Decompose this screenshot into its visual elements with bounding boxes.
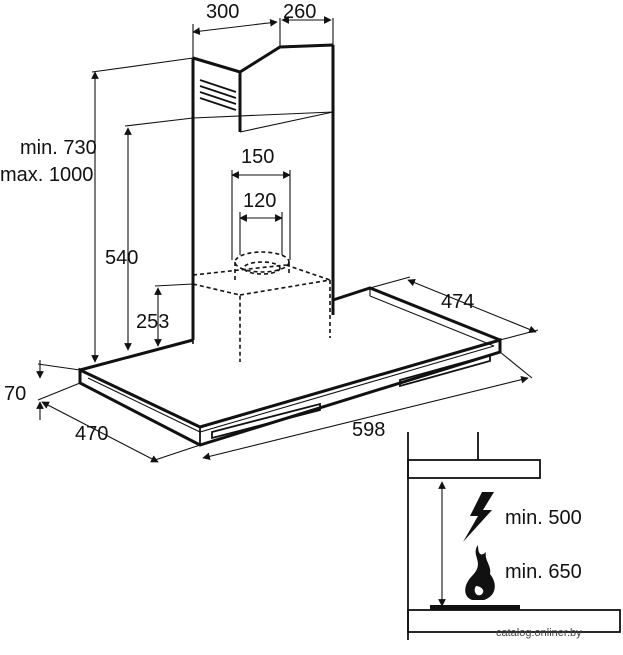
label-outlet-inner: 120 (243, 190, 276, 212)
flame-icon (465, 545, 495, 600)
dimension-lines (36, 16, 539, 463)
label-clearance-electric: min. 500 (505, 507, 582, 529)
watermark: catalog.onliner.by (496, 627, 582, 639)
label-chimney-height: 540 (105, 247, 138, 269)
clearance-inset: min. 500 min. 650 (407, 432, 621, 640)
lightning-bolt-icon (463, 492, 494, 542)
label-motor-height: 253 (136, 311, 169, 333)
vent-slots (199, 79, 237, 111)
inset-hood (407, 459, 541, 479)
label-total-height-min: min. 730 (20, 137, 97, 159)
label-canopy-width: 598 (352, 419, 385, 441)
dimension-labels: 300 260 min. 730 max. 1000 540 150 120 2… (0, 1, 474, 445)
motor-housing (192, 251, 331, 362)
label-chimney-width: 300 (206, 1, 239, 23)
label-clearance-gas: min. 650 (505, 561, 582, 583)
label-outlet-outer: 150 (241, 146, 274, 168)
label-canopy-height: 70 (4, 383, 26, 405)
label-canopy-depth-right: 474 (441, 291, 474, 313)
label-chimney-depth: 260 (283, 1, 316, 23)
label-total-height-max: max. 1000 (0, 164, 93, 186)
inset-burner (430, 605, 520, 610)
label-canopy-depth-left: 470 (75, 423, 108, 445)
